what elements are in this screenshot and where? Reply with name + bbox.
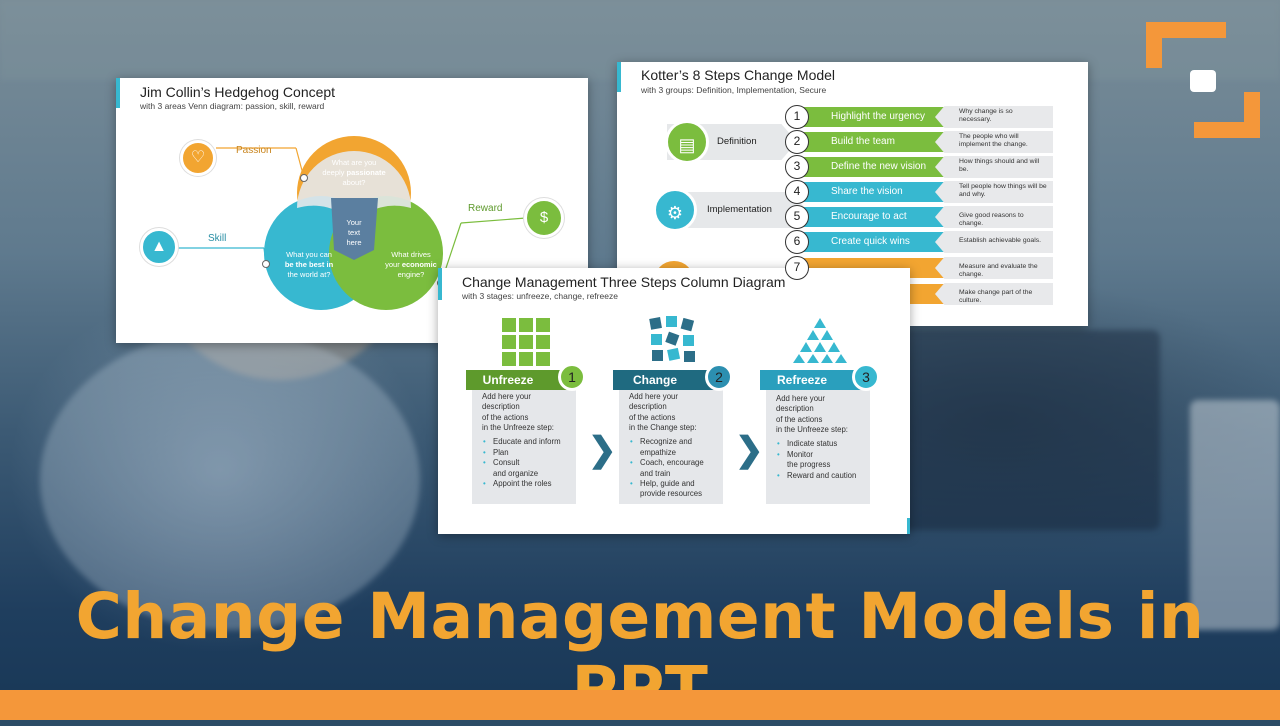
step-label: Highlight the urgency [797,107,957,127]
step-desc: Make change part of the culture. [935,283,1053,305]
step-desc: Measure and evaluate the change. [935,257,1053,279]
bracket-logo-icon [1190,70,1216,92]
step-number: 3 [785,155,809,179]
venn-diagram [176,136,527,310]
step-label: Encourage to act [797,207,957,227]
slide-hedgehog[interactable]: Jim Collin’s Hedgehog Concept with 3 are… [116,78,588,343]
chevron-right-icon: ❯ [735,431,764,469]
step-number: 5 [785,205,809,229]
money-bag-icon: $ [524,198,564,238]
step-label: Create quick wins [797,232,957,252]
step-number: 6 [785,230,809,254]
hedgehog-title: Jim Collin’s Hedgehog Concept [140,84,336,100]
step-desc: Establish achievable goals. [935,231,1053,253]
kotter-step-5: Encourage to act 5 Give good reasons to … [785,205,1065,229]
gears-icon: ⚙ [653,188,697,232]
stage-name: Unfreeze [458,370,570,390]
slide-three-steps[interactable]: Change Management Three Steps Column Dia… [438,268,910,534]
kotter-step-3: Define the new vision 3 How things shoul… [785,155,1065,179]
scattered-squares-icon [649,316,695,362]
bullet-item: Educate and inform [482,437,568,448]
slide-kotter[interactable]: Kotter’s 8 Steps Change Model with 3 gro… [617,62,1088,326]
bullet-item: Appoint the roles [482,479,568,490]
hedgehog-subtitle: with 3 areas Venn diagram: passion, skil… [140,101,325,111]
stage-number: 1 [558,363,586,391]
kotter-step-1: Highlight the urgency 1 Why change is so… [785,105,1065,129]
bullet-item: Reward and caution [776,471,862,482]
bottom-bar [0,690,1280,720]
step-desc: Give good reasons to change. [935,206,1053,228]
skill-label: Skill [208,233,227,244]
corner-accent [907,518,910,534]
step-label: Build the team [797,132,957,152]
kotter-step-4: Share the vision 4 Tell people how thing… [785,180,1065,204]
step-number: 2 [785,130,809,154]
bullet-item: Indicate status [776,439,862,450]
step-label: Share the vision [797,182,957,202]
kotter-step-6: Create quick wins 6 Establish achievable… [785,230,1065,254]
threesteps-subtitle: with 3 stages: unfreeze, change, refreez… [462,291,618,301]
bullet-item: Plan [482,448,568,459]
passion-label: Passion [236,145,272,156]
mountain-icon: ▲ [140,228,178,266]
step-number: 7 [785,256,809,280]
threesteps-title: Change Management Three Steps Column Dia… [462,274,786,290]
document-icon: ▤ [665,120,709,164]
heart-icon: ♡ [180,140,216,176]
chevron-right-icon: ❯ [588,431,617,469]
stage-number: 2 [705,363,733,391]
stage-name: Change [605,370,717,390]
brand-logo [1146,22,1260,140]
stage-number: 3 [852,363,880,391]
step-number: 4 [785,180,809,204]
reward-label: Reward [468,203,503,214]
stage-name: Refreeze [752,370,864,390]
triangle-pyramid-icon [793,318,847,363]
step-number: 1 [785,105,809,129]
step-label: Define the new vision [797,157,957,177]
grid-squares-icon [502,318,550,366]
kotter-subtitle: with 3 groups: Definition, Implementatio… [641,85,827,95]
headline: Change Management Models in PPT [75,580,1205,726]
kotter-title: Kotter’s 8 Steps Change Model [641,67,836,83]
